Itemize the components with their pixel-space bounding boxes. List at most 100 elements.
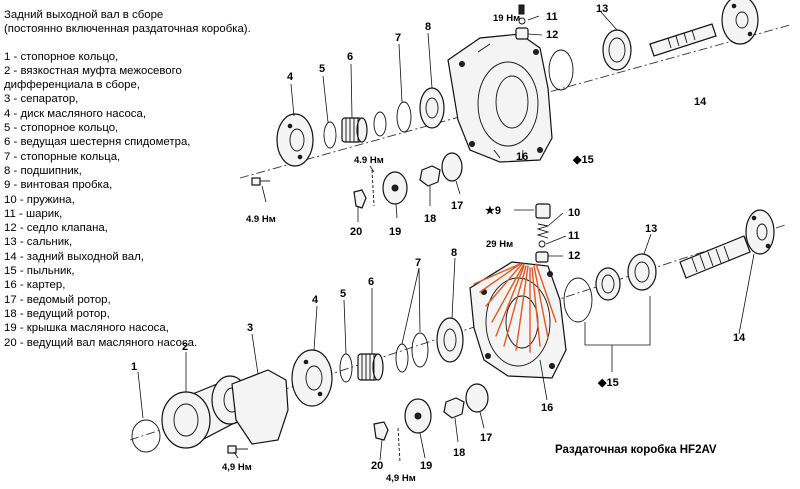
bottom-part-18-drive-rotor [443, 397, 465, 419]
legend-item: 2 - вязкостная муфта межосевого [4, 64, 182, 77]
top-callout-17: 17 [451, 200, 463, 212]
legend-item: 3 - сепаратор, [4, 93, 79, 106]
bottom-part-12-valve-seat [535, 251, 549, 263]
legend-item: 7 - стопорные кольца, [4, 150, 121, 163]
bottom-callout-16: 16 [541, 402, 553, 414]
bottom-part-16-housing [469, 261, 567, 379]
top-part-16-housing [447, 33, 553, 163]
top-callout-5: 5 [319, 63, 325, 75]
legend-item: 12 - седло клапана, [4, 222, 108, 235]
top-part-7-snap-ring-b [396, 101, 412, 133]
bottom-callout-14: 14 [733, 332, 746, 344]
bottom-part-1-snap-ring [131, 419, 161, 453]
top-callout-16: 16 [516, 151, 528, 163]
bottom-part-9-screw-plug [535, 203, 551, 219]
legend-title-line2: (постоянно включенная раздаточная коробк… [4, 23, 251, 36]
legend-title-line1: Задний выходной вал в сборе [4, 9, 164, 21]
top-part-7-snap-ring-a [373, 111, 387, 137]
legend-item: 17 - ведомый ротор, [4, 293, 111, 306]
legend-item: 20 - ведущий вал масляного насоса. [4, 336, 198, 349]
top-torque-4-9nm-mid: 4.9 Нм [354, 155, 384, 166]
top-valve-parts [515, 4, 529, 40]
legend-item: 8 - подшипник, [4, 164, 82, 177]
legend-item: 4 - диск масляного насоса, [4, 107, 146, 120]
bottom-bolt-mid [397, 427, 401, 463]
bottom-part-7-snap-ring-b [411, 332, 429, 368]
bottom-callout-11: 11 [568, 230, 580, 242]
top-callout-18: 18 [424, 213, 436, 225]
bottom-callout-5: 5 [340, 288, 346, 300]
bottom-callout-2: 2 [182, 341, 188, 353]
top-part-8-bearing [419, 87, 445, 129]
bottom-callout-1: 1 [131, 361, 137, 373]
top-callout-8: 8 [425, 21, 431, 33]
bottom-callout-10: 10 [568, 207, 580, 219]
bottom-part-8-bearing [436, 317, 464, 363]
bottom-part-2-viscous-coupling [161, 375, 249, 449]
top-bolt-mid [371, 169, 375, 207]
bottom-callout-8: 8 [451, 247, 457, 259]
legend-item: 18 - ведущий ротор, [4, 307, 110, 320]
legend-item: 16 - картер, [4, 279, 66, 292]
legend-item: 9 - винтовая пробка, [4, 179, 113, 192]
bottom-callout-7: 7 [415, 257, 421, 269]
bottom-callout-13: 13 [645, 223, 657, 235]
bottom-part-4-oil-pump-disc [291, 349, 333, 407]
top-part-18-drive-rotor [419, 165, 441, 187]
top-callout-12: 12 [546, 29, 558, 41]
top-bolt-left [251, 177, 270, 186]
bottom-assembly: 1 2 3 4 5 6 7 8 ★9 10 11 12 13 14 ◆15 16… [129, 203, 786, 484]
bottom-part-13-oil-seals [595, 253, 657, 301]
top-callout-13: 13 [596, 3, 608, 15]
bottom-part-6-speedometer-gear [357, 353, 384, 381]
legend-item: 15 - пыльник, [4, 265, 75, 278]
top-part-6-speedometer-gear [341, 117, 368, 143]
top-torque-19nm: 19 Нм [493, 13, 520, 24]
legend-item: 19 - крышка масляного насоса, [4, 322, 169, 335]
bottom-part-5-snap-ring [339, 353, 353, 383]
bottom-valve-parts [535, 203, 551, 263]
bottom-part-3-separator [231, 369, 289, 445]
bottom-callout-18: 18 [453, 447, 465, 459]
legend-item: 10 - пружина, [4, 193, 75, 206]
top-callout-11: 11 [546, 11, 558, 23]
top-part-14-rear-output-shaft [649, 0, 759, 57]
bottom-part-20-pump-drive-shaft [373, 421, 389, 441]
legend-item: 14 - задний выходной вал, [4, 250, 144, 263]
top-part-15-dust-cover [548, 49, 574, 91]
top-callout-4: 4 [287, 71, 294, 83]
bottom-torque-29nm: 29 Нм [486, 239, 513, 250]
top-callout-6: 6 [347, 51, 353, 63]
top-assembly: 4 5 6 7 8 11 12 13 14 16 ◆15 17 18 19 20… [239, 0, 791, 238]
legend-item: 5 - стопорное кольцо, [4, 122, 119, 135]
bottom-part-17-driven-rotor [465, 383, 489, 413]
orange-annotation-strokes [473, 263, 557, 353]
bottom-part-19-oil-pump-cover [404, 398, 432, 434]
bottom-torque-4-9nm-mid: 4,9 Нм [386, 473, 416, 484]
legend-item: 6 - ведущая шестерня спидометра, [4, 136, 191, 149]
bottom-callout-3: 3 [247, 322, 253, 334]
bottom-callout-6: 6 [368, 276, 374, 288]
legend-items: 1 - стопорное кольцо,2 - вязкостная муфт… [4, 50, 251, 350]
bottom-callout-17: 17 [480, 432, 492, 444]
top-part-17-driven-rotor [441, 152, 463, 182]
bottom-part-15-dust-cover [563, 277, 593, 323]
top-part-19-oil-pump-cover [382, 171, 408, 205]
bottom-part-14-rear-output-shaft [679, 209, 775, 279]
top-part-20-pump-drive-shaft [353, 189, 367, 209]
top-callout-20: 20 [350, 226, 362, 238]
bottom-part-7-snap-ring-a [395, 343, 409, 373]
top-callout-14: 14 [694, 96, 707, 108]
legend-item: 1 - стопорное кольцо, [4, 50, 119, 63]
top-callout-19: 19 [389, 226, 401, 238]
bottom-callout-4: 4 [312, 294, 319, 306]
legend-item: 11 - шарик, [4, 207, 63, 220]
top-torque-4-9nm-left: 4.9 Нм [246, 214, 276, 225]
legend-item: 13 - сальник, [4, 236, 73, 249]
legend-item: дифференциала в сборе, [4, 79, 141, 92]
top-part-5-snap-ring [323, 121, 337, 149]
bottom-torque-4-9nm-left: 4,9 Нм [222, 462, 252, 473]
top-callout-15: ◆15 [572, 154, 594, 166]
bottom-callout-20: 20 [371, 460, 383, 472]
